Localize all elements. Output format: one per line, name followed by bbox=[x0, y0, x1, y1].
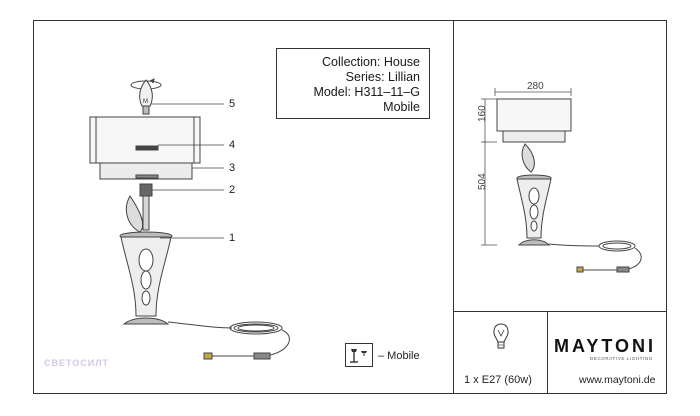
series-text: Series: Lillian bbox=[345, 70, 420, 84]
leaf-part bbox=[125, 195, 144, 233]
base-part bbox=[119, 231, 173, 325]
type-text: Mobile bbox=[383, 100, 420, 114]
watermark: СВЕТОСИЛТ bbox=[44, 358, 110, 368]
exploded-view: M bbox=[89, 78, 290, 360]
brand-tagline: DECORATIVE LIGHTING bbox=[590, 356, 653, 361]
info-box: Collection: House Series: Lillian Model:… bbox=[276, 48, 430, 119]
dim-width: 280 bbox=[527, 81, 544, 92]
divider-footer bbox=[547, 311, 548, 394]
callout-4: 4 bbox=[229, 139, 236, 151]
brand-logo: MAYTONI bbox=[554, 336, 657, 356]
outer-frame bbox=[33, 20, 667, 394]
mobile-legend-label: – Mobile bbox=[378, 350, 420, 362]
dim-shade-height: 160 bbox=[477, 105, 488, 122]
dim-total-height: 504 bbox=[477, 173, 488, 190]
side-base bbox=[516, 174, 552, 246]
collection-text: Collection: House bbox=[322, 55, 420, 69]
side-shade bbox=[496, 98, 572, 143]
side-leaf bbox=[521, 143, 535, 173]
divider-horizontal bbox=[453, 311, 667, 312]
callout-5: 5 bbox=[229, 98, 236, 110]
shade-part bbox=[89, 116, 201, 180]
callout-leaders bbox=[151, 103, 224, 239]
side-cable bbox=[548, 240, 642, 273]
svg-text:M: M bbox=[143, 99, 148, 105]
bulb-icon bbox=[493, 323, 509, 349]
divider-vertical bbox=[453, 20, 454, 394]
bulb-part: M bbox=[139, 79, 153, 115]
dimension-drawing bbox=[481, 88, 642, 273]
lamp-spec: 1 x E27 (60w) bbox=[464, 374, 532, 386]
table-lamp-icon bbox=[345, 343, 373, 367]
model-text: Model: H311–11–G bbox=[313, 85, 420, 99]
callout-2: 2 bbox=[229, 184, 236, 196]
callout-1: 1 bbox=[229, 232, 236, 244]
cable bbox=[167, 321, 290, 360]
callout-3: 3 bbox=[229, 162, 236, 174]
website-link[interactable]: www.maytoni.de bbox=[579, 374, 656, 386]
